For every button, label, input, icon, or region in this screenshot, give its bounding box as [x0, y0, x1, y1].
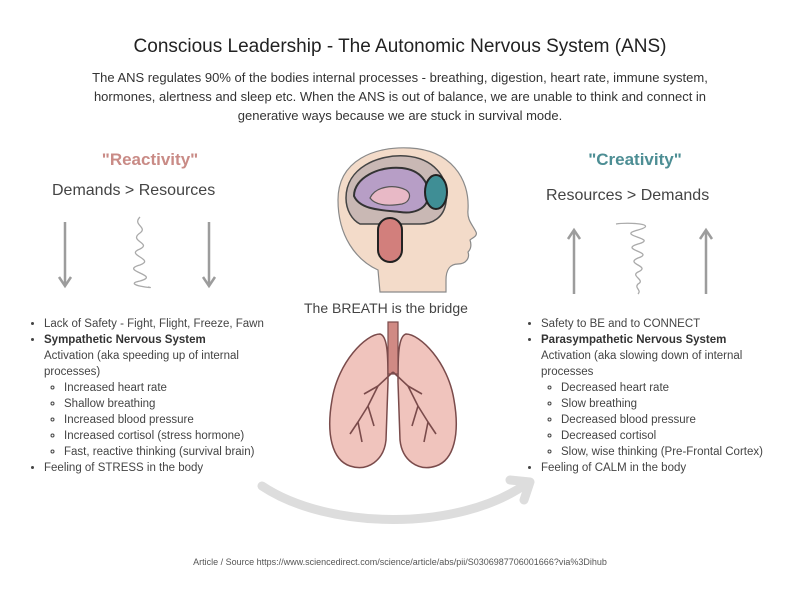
curved-arrow-icon	[257, 475, 535, 524]
creativity-equation: Resources > Demands	[546, 187, 710, 204]
list-item: Feeling of CALM in the body	[541, 460, 782, 476]
list-item: Increased heart rate	[64, 380, 265, 396]
reactivity-equation: Demands > Resources	[52, 182, 216, 199]
list-item: Slow, wise thinking (Pre-Frontal Cortex)	[561, 444, 782, 460]
list-item: Increased cortisol (stress hormone)	[64, 428, 265, 444]
head-brain-icon	[337, 147, 477, 293]
list-item: Safety to BE and to CONNECT	[541, 316, 782, 332]
list-item: Shallow breathing	[64, 396, 265, 412]
page-title: Conscious Leadership - The Autonomic Ner…	[133, 36, 667, 57]
list-item: Fast, reactive thinking (survival brain)	[64, 444, 265, 460]
list-item: Decreased cortisol	[561, 428, 782, 444]
list-item: Parasympathetic Nervous SystemActivation…	[541, 332, 782, 460]
reactivity-title: "Reactivity"	[101, 150, 199, 169]
creativity-title: "Creativity"	[588, 150, 682, 169]
list-item: Decreased heart rate	[561, 380, 782, 396]
list-item: Lack of Safety - Fight, Flight, Freeze, …	[44, 316, 265, 332]
reactivity-list: Lack of Safety - Fight, Flight, Freeze, …	[30, 316, 265, 476]
activation-text: Activation (aka slowing down of internal…	[541, 350, 743, 378]
list-item: Feeling of STRESS in the body	[44, 460, 265, 476]
parasympathetic-label: Parasympathetic Nervous System	[541, 334, 727, 346]
source-citation: Article / Source https://www.sciencedire…	[193, 557, 607, 567]
activation-text: Activation (aka speeding up of internal …	[44, 350, 239, 378]
list-item: Increased blood pressure	[64, 412, 265, 428]
up-arrow-left-icon	[566, 227, 582, 294]
down-arrow-left-icon	[57, 222, 73, 289]
lungs-icon	[329, 321, 457, 469]
relaxed-spiral-icon	[615, 222, 647, 295]
creativity-list: Safety to BE and to CONNECT Parasympathe…	[527, 316, 782, 476]
up-arrow-right-icon	[698, 227, 714, 294]
tension-spiral-icon	[133, 216, 151, 289]
intro-text: The ANS regulates 90% of the bodies inte…	[92, 70, 708, 123]
list-item: Decreased blood pressure	[561, 412, 782, 428]
sympathetic-label: Sympathetic Nervous System	[44, 334, 206, 346]
down-arrow-right-icon	[201, 222, 217, 289]
list-item: Slow breathing	[561, 396, 782, 412]
bridge-caption: The BREATH is the bridge	[304, 300, 468, 316]
